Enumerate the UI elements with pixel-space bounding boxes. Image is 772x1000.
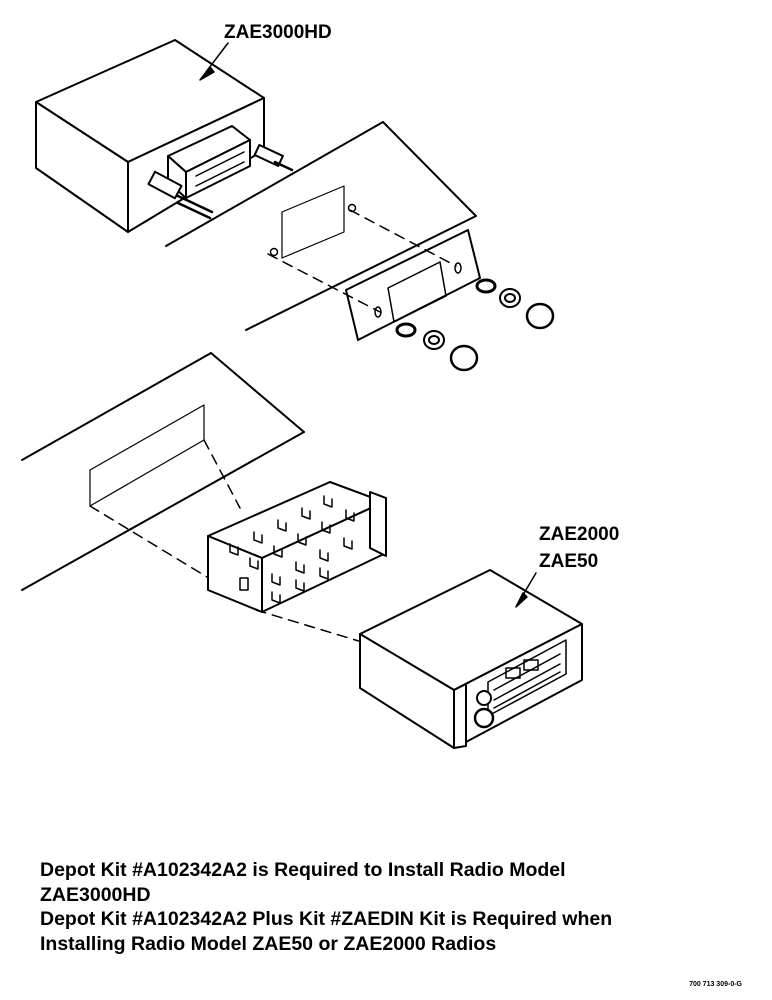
figure-reference: 700 713 309-0-G <box>689 981 742 988</box>
upper-mounting-plane <box>165 121 477 331</box>
label-arrows <box>199 42 537 608</box>
label-zae2000: ZAE2000 <box>539 524 619 545</box>
installation-notes: Depot Kit #A102342A2 is Required to Inst… <box>40 858 740 956</box>
note-line-2: ZAE3000HD <box>40 883 151 906</box>
knob-hardware <box>395 278 555 372</box>
label-zae50: ZAE50 <box>539 551 598 572</box>
zae3000hd-radio <box>35 39 294 233</box>
zae2000-zae50-radio <box>359 569 583 749</box>
note-line-1: Depot Kit #A102342A2 is Required to Inst… <box>40 859 566 881</box>
din-sleeve <box>207 481 387 613</box>
note-line-4: Installing Radio Model ZAE50 or ZAE2000 … <box>40 932 497 955</box>
note-line-3: Depot Kit #A102342A2 Plus Kit #ZAEDIN Ki… <box>40 908 613 930</box>
installation-diagram: ZAE3000HD ZAE2000 ZAE50 <box>21 22 619 749</box>
alignment-lines-top <box>267 209 457 313</box>
label-zae3000hd: ZAE3000HD <box>224 22 332 43</box>
alignment-lines-middle <box>89 439 363 643</box>
